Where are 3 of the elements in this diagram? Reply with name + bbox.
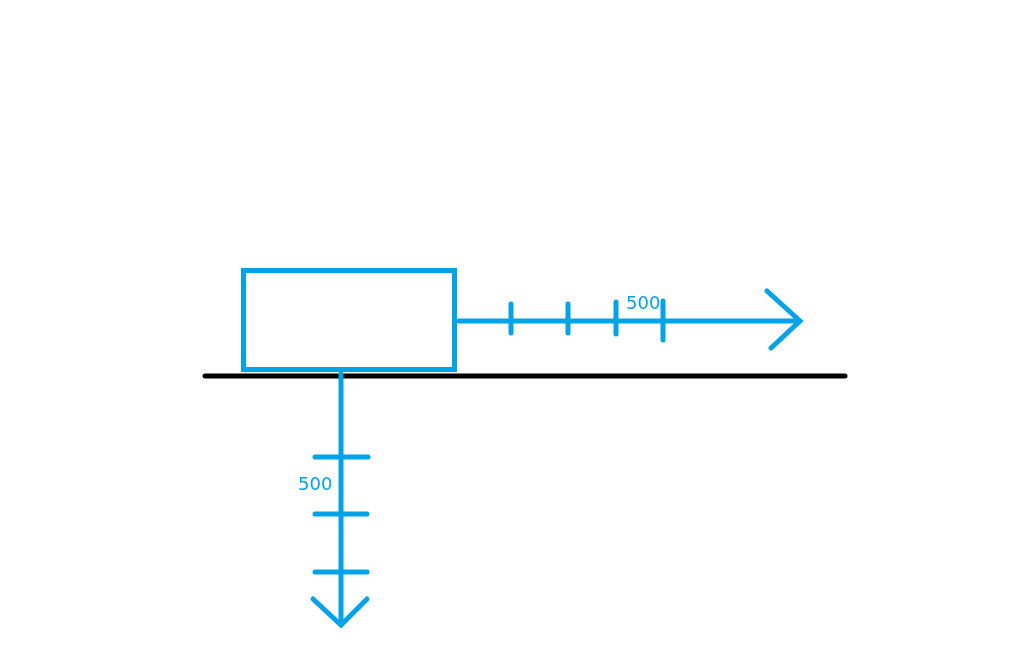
force-value: 500 [626,293,661,313]
block [241,268,457,372]
force-value: 500 [298,474,333,494]
